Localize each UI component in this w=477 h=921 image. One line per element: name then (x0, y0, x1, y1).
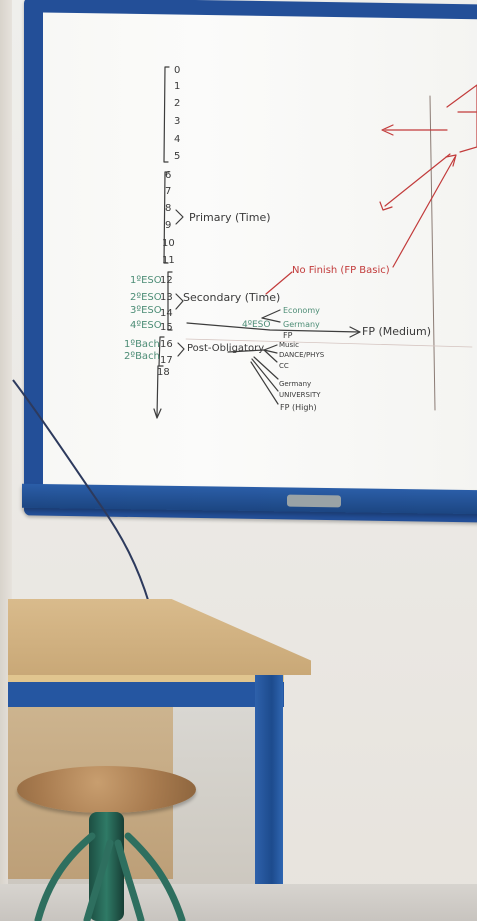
age-15: 15 (160, 322, 173, 333)
cc-label: CC (279, 362, 289, 370)
cable-icon (12, 379, 150, 604)
economy-branch (261, 309, 281, 319)
age-4: 4 (174, 134, 180, 145)
fp-medium-label: FP (Medium) (362, 325, 431, 338)
economy-label: Economy (283, 306, 320, 315)
light-horizontal (185, 338, 473, 348)
secondary-label: Secondary (Time) (183, 291, 280, 304)
age-14: 14 (160, 308, 173, 319)
arrow-fp-medium (349, 326, 361, 338)
course-3-eso: 3ºESO (130, 305, 162, 316)
stool-leg-1 (34, 832, 96, 921)
age-6: 6 (165, 170, 171, 181)
age-3: 3 (174, 116, 180, 127)
bracket-primary (163, 171, 170, 264)
bracket-early-years (163, 66, 170, 163)
music-label: Music (279, 341, 299, 349)
course-1-eso: 1ºESO (130, 275, 162, 286)
course-2-bach: 2ºBach (124, 351, 160, 362)
primary-label: Primary (Time) (189, 211, 271, 224)
no-finish-label: No Finish (FP Basic) (292, 265, 390, 276)
red-no-finish-line (265, 271, 293, 295)
red-down-arrow-head (379, 201, 393, 211)
age-10: 10 (162, 238, 175, 249)
course-4-eso: 4ºESO (130, 320, 162, 331)
red-house (446, 84, 477, 153)
stool-legs-icon (34, 832, 186, 921)
vertical-guide (429, 95, 436, 411)
age-12: 12 (160, 275, 173, 286)
stool-leg-3 (83, 839, 114, 921)
music-branch (263, 344, 278, 351)
stool-seat-icon (17, 766, 196, 813)
age-13: 13 (160, 292, 173, 303)
age-5: 5 (174, 151, 180, 162)
age-11: 11 (162, 255, 175, 266)
stool-leg-2 (124, 832, 186, 921)
floor (0, 884, 477, 921)
course-1-bach: 1ºBach (124, 339, 160, 350)
dance-label: DANCE/PHYS (279, 351, 325, 359)
secondary-brace (175, 293, 184, 310)
fp-high-branch (250, 361, 279, 405)
post-line (227, 349, 265, 353)
timeline-arrow-head (153, 408, 162, 419)
line-to-fp-medium (186, 322, 361, 333)
fourth-eso-label: 4ºESO (242, 320, 270, 330)
primary-brace (175, 209, 184, 225)
germany-branch (253, 356, 279, 380)
table-apron (8, 682, 284, 707)
age-9: 9 (165, 220, 171, 231)
timeline-arrow (156, 365, 159, 417)
age-7: 7 (165, 186, 171, 197)
bracket-bach (158, 336, 165, 367)
age-18: 18 (157, 367, 170, 378)
fp-high-label: FP (High) (280, 403, 317, 412)
course-2-eso: 2ºESO (130, 292, 162, 303)
post-brace (177, 342, 185, 357)
age-8: 8 (165, 203, 171, 214)
cc-branch (263, 349, 278, 363)
table-leg (255, 675, 283, 921)
germany-mid-label: Germany (283, 320, 320, 329)
bracket-secondary (167, 271, 173, 331)
red-diagonal-head (445, 154, 457, 167)
red-diagonal-line (392, 156, 456, 268)
university-label: UNIVERSITY (279, 391, 321, 399)
age-2: 2 (174, 98, 180, 109)
post-obligatory-label: Post-Obligatory (187, 343, 264, 354)
age-17: 17 (160, 355, 173, 366)
germany-label: Germany (279, 380, 311, 388)
university-branch (251, 358, 279, 392)
red-down-arrow (384, 153, 451, 207)
stool-leg-4 (114, 839, 145, 921)
age-16: 16 (160, 339, 173, 350)
age-0: 0 (174, 65, 180, 76)
age-1: 1 (174, 81, 180, 92)
fp-label: FP (283, 331, 293, 340)
dance-branch (263, 349, 278, 354)
fp-branch (261, 317, 281, 323)
red-left-arrow-head (381, 124, 394, 136)
